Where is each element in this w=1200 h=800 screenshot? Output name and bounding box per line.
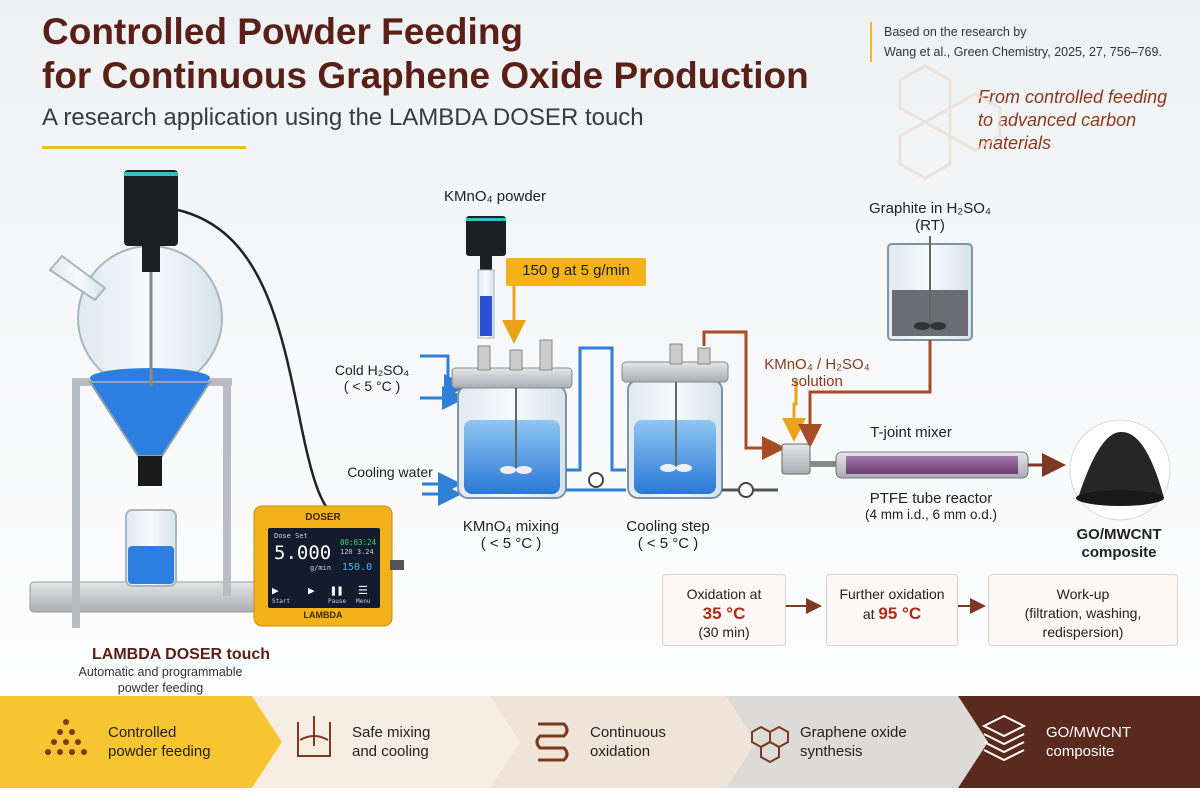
- go-mwcnt-pile-icon: [1069, 419, 1171, 521]
- mixing-line-1: KMnO₄ mixing: [462, 518, 560, 535]
- coil-icon: [535, 722, 569, 762]
- solution-line-2: solution: [791, 373, 843, 390]
- feed-rate-badge: [506, 258, 646, 286]
- band-step-4-line-1: Graphene oxide: [800, 724, 907, 741]
- band-step-1-line-2: powder feeding: [108, 743, 211, 760]
- graphite-label: Graphite in H₂SO₄ (RT): [855, 200, 1005, 234]
- doser-screen[interactable]: Dose Set 5.000 g/min 00:03:24 120 3.24 1…: [268, 528, 380, 608]
- step-2-at: at: [862, 606, 875, 622]
- title-line-1: Controlled Powder Feeding: [42, 11, 524, 52]
- step-1-temp: 35 °C: [702, 604, 746, 623]
- benefit-band: [0, 696, 1200, 788]
- band-step-2-line-2: and cooling: [352, 743, 429, 760]
- step-1-line-3: (30 min): [698, 624, 750, 640]
- product-line-1: GO/MWCNT: [1076, 526, 1162, 543]
- pause-button[interactable]: ❚❚: [330, 584, 344, 597]
- ptfe-line-2: (4 mm i.d., 6 mm o.d.): [864, 507, 998, 522]
- page-subtitle: A research application using the LAMBDA …: [42, 104, 644, 131]
- mixing-line-2: ( < 5 °C ): [480, 535, 542, 552]
- band-step-5-line-2: composite: [1046, 743, 1115, 760]
- step-3-line-2: (filtration, washing,: [1024, 605, 1142, 621]
- cooling-step-line-1: Cooling step: [626, 518, 710, 535]
- layers-icon: [981, 714, 1027, 762]
- ptfe-tube-reactor: [835, 451, 1029, 479]
- doser-brand-bottom: LAMBDA: [303, 610, 343, 620]
- cooling-water-label: Cooling water: [347, 464, 433, 480]
- title-underline: [42, 146, 246, 149]
- band-step-5-line-1: GO/MWCNT: [1046, 724, 1131, 741]
- page-title: Controlled Powder Feeding for Continuous…: [42, 10, 862, 98]
- citation-line-1: Based on the research by: [884, 25, 1027, 39]
- ptfe-line-1: PTFE tube reactor: [869, 490, 993, 507]
- pause-button-label: Pause: [328, 598, 347, 605]
- doser-description: Automatic and programmable powder feedin…: [78, 665, 243, 695]
- benefit-band-labels: Controlled powder feeding Safe mixing and …: [0, 696, 1200, 788]
- step-3-line-1: Work-up: [1056, 586, 1110, 602]
- band-step-2-line-1: Safe mixing: [352, 724, 431, 741]
- citation-line-2: Wang et al., Green Chemistry, 2025, 27, …: [884, 45, 1162, 59]
- mixing-label: KMnO₄ mixing ( < 5 °C ): [446, 518, 576, 552]
- product-label: GO/MWCNT composite: [1064, 526, 1174, 562]
- hexagon-lattice-icon: [751, 725, 789, 764]
- hexagon-decoration-icon: [898, 64, 1002, 180]
- step-3-line-3: redispersion): [1042, 624, 1124, 640]
- ptfe-label: PTFE tube reactor (4 mm i.d., 6 mm o.d.): [836, 490, 1026, 522]
- band-step-4: Graphene oxide synthesis: [800, 696, 907, 788]
- start-button[interactable]: ▶: [272, 584, 279, 597]
- t-joint-icon: [781, 443, 811, 475]
- doser-name: LAMBDA DOSER touch: [92, 646, 271, 663]
- screen-label: Dose Set: [274, 532, 308, 540]
- menu-button-label: Menu: [356, 598, 371, 605]
- pump-1-icon: [588, 472, 604, 488]
- band-step-3-line-1: Continuous: [590, 724, 666, 741]
- step-oxidation-95: Further oxidation at 95 °C: [826, 574, 958, 646]
- feed-rate-label: 150 g at 5 g/min: [522, 262, 630, 279]
- cold-acid-line-2: ( < 5 °C ): [343, 378, 401, 394]
- cold-acid-label: Cold H₂SO₄ ( < 5 °C ): [322, 362, 422, 394]
- start-button-label: Start: [272, 598, 291, 605]
- band-step-4-line-2: synthesis: [800, 743, 863, 760]
- graphite-line-1: Graphite in H₂SO₄: [869, 200, 991, 217]
- step-1-line-1: Oxidation at: [686, 586, 762, 602]
- menu-button[interactable]: ☰: [358, 584, 368, 597]
- step-2-line-1: Further oxidation: [839, 586, 945, 602]
- solution-line-1: KMnO₄ / H₂SO₄: [764, 356, 870, 373]
- title-line-2: for Continuous Graphene Oxide Production: [42, 55, 809, 96]
- screen-unit: g/min: [310, 564, 332, 572]
- mixing-vessel: [451, 339, 573, 499]
- step-workup: Work-up (filtration, washing, redispersi…: [988, 574, 1178, 646]
- band-step-1: Controlled powder feeding: [108, 696, 211, 788]
- citation: Based on the research by Wang et al., Gr…: [870, 22, 1200, 62]
- band-step-3: Continuous oxidation: [590, 696, 666, 788]
- tagline: From controlled feeding to advanced carb…: [978, 87, 1168, 153]
- solution-label: KMnO₄ / H₂SO₄ solution: [752, 356, 882, 390]
- graphite-beaker: [887, 236, 973, 341]
- cooling-vessel: [621, 343, 729, 499]
- step-2-temp: 95 °C: [878, 604, 922, 623]
- graphite-line-2: (RT): [915, 217, 945, 234]
- band-step-2: Safe mixing and cooling: [352, 696, 430, 788]
- doser-brand-top: DOSER: [305, 512, 341, 523]
- screen-time: 00:03:24: [340, 538, 377, 547]
- powder-feeder: [466, 216, 506, 339]
- product-line-2: composite: [1081, 544, 1157, 561]
- tjoint-label: T-joint mixer: [870, 424, 952, 441]
- powder-dots-icon: [45, 719, 87, 755]
- step-oxidation-35: Oxidation at 35 °C (30 min): [662, 574, 786, 646]
- play-icon[interactable]: ▶: [308, 584, 315, 597]
- band-step-1-line-1: Controlled: [108, 724, 177, 741]
- screen-value: 5.000: [274, 542, 332, 564]
- band-step-3-line-2: oxidation: [590, 743, 651, 760]
- screen-amount: 150.0: [342, 562, 373, 573]
- pump-2-icon: [738, 482, 754, 498]
- beaker-icon: [297, 716, 331, 757]
- cooling-step-label: Cooling step ( < 5 °C ): [608, 518, 728, 552]
- band-step-5: GO/MWCNT composite: [1046, 696, 1131, 788]
- screen-small: 120 3.24: [340, 548, 374, 556]
- cooling-step-line-2: ( < 5 °C ): [637, 535, 699, 552]
- powder-label: KMnO₄ powder: [444, 188, 546, 205]
- cold-acid-line-1: Cold H₂SO₄: [334, 362, 410, 378]
